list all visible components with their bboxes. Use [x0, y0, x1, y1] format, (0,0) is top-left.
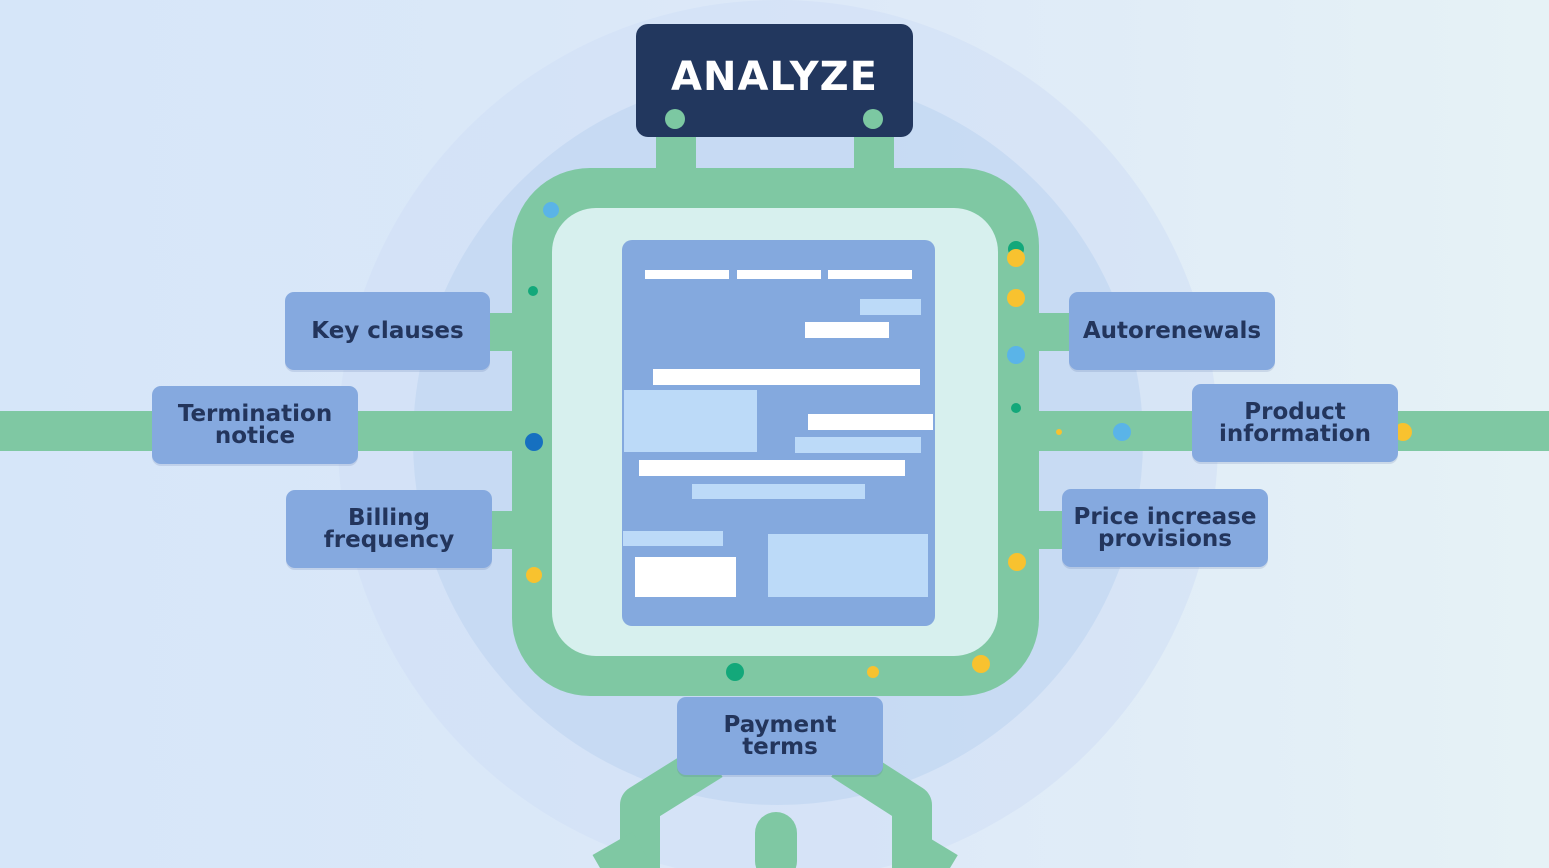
doc-line — [860, 299, 921, 315]
label-billing-frequency: Billing frequency — [286, 490, 492, 568]
doc-block — [624, 390, 757, 452]
label-payment-terms-text: Payment terms — [723, 712, 837, 760]
dot-yellow — [972, 655, 990, 673]
dot-yellow — [1007, 249, 1025, 267]
connector-bottom-center — [755, 812, 797, 868]
doc-block — [768, 534, 928, 597]
label-key-clauses: Key clauses — [285, 292, 490, 370]
dot-yellow — [1394, 423, 1412, 441]
label-termination-notice-text: Termination notice — [177, 401, 333, 449]
doc-line — [737, 270, 821, 279]
doc-line — [828, 270, 912, 279]
label-product-information: Product information — [1192, 384, 1398, 462]
analyze-header: ANALYZE — [636, 24, 913, 137]
connector-bottom-outer-right — [904, 832, 958, 868]
dot-yellow — [867, 666, 879, 678]
connector-bottom-outer-left — [592, 831, 648, 868]
doc-line — [805, 322, 889, 338]
dot-teal — [528, 286, 538, 296]
label-billing-frequency-text: Billing frequency — [323, 505, 455, 553]
doc-line — [808, 414, 933, 430]
dot-teal — [1011, 403, 1021, 413]
dot-yellow — [526, 567, 542, 583]
dot-teal — [726, 663, 744, 681]
label-price-increase-provisions: Price increase provisions — [1062, 489, 1268, 567]
header-dot-right — [863, 109, 883, 129]
label-payment-terms: Payment terms — [677, 697, 883, 775]
analyze-title: ANALYZE — [671, 54, 878, 100]
dot-yellow — [1007, 289, 1025, 307]
doc-line — [692, 484, 865, 499]
doc-line — [795, 437, 921, 453]
label-price-increase-provisions-text: Price increase provisions — [1073, 504, 1257, 552]
dot-blue — [1007, 346, 1025, 364]
label-autorenewals-text: Autorenewals — [1082, 318, 1262, 344]
dot-yellow — [1008, 553, 1026, 571]
label-autorenewals: Autorenewals — [1069, 292, 1275, 370]
dot-navy — [525, 433, 543, 451]
label-termination-notice: Termination notice — [152, 386, 358, 464]
doc-block — [635, 557, 736, 597]
dot-blue — [1113, 423, 1131, 441]
label-key-clauses-text: Key clauses — [311, 318, 464, 344]
doc-line — [653, 369, 920, 385]
header-dot-left — [665, 109, 685, 129]
dot-blue — [543, 202, 559, 218]
doc-line — [645, 270, 729, 279]
doc-line — [639, 460, 905, 476]
label-product-information-text: Product information — [1219, 399, 1371, 447]
dot-yellow — [1056, 429, 1062, 435]
doc-line — [623, 531, 723, 546]
